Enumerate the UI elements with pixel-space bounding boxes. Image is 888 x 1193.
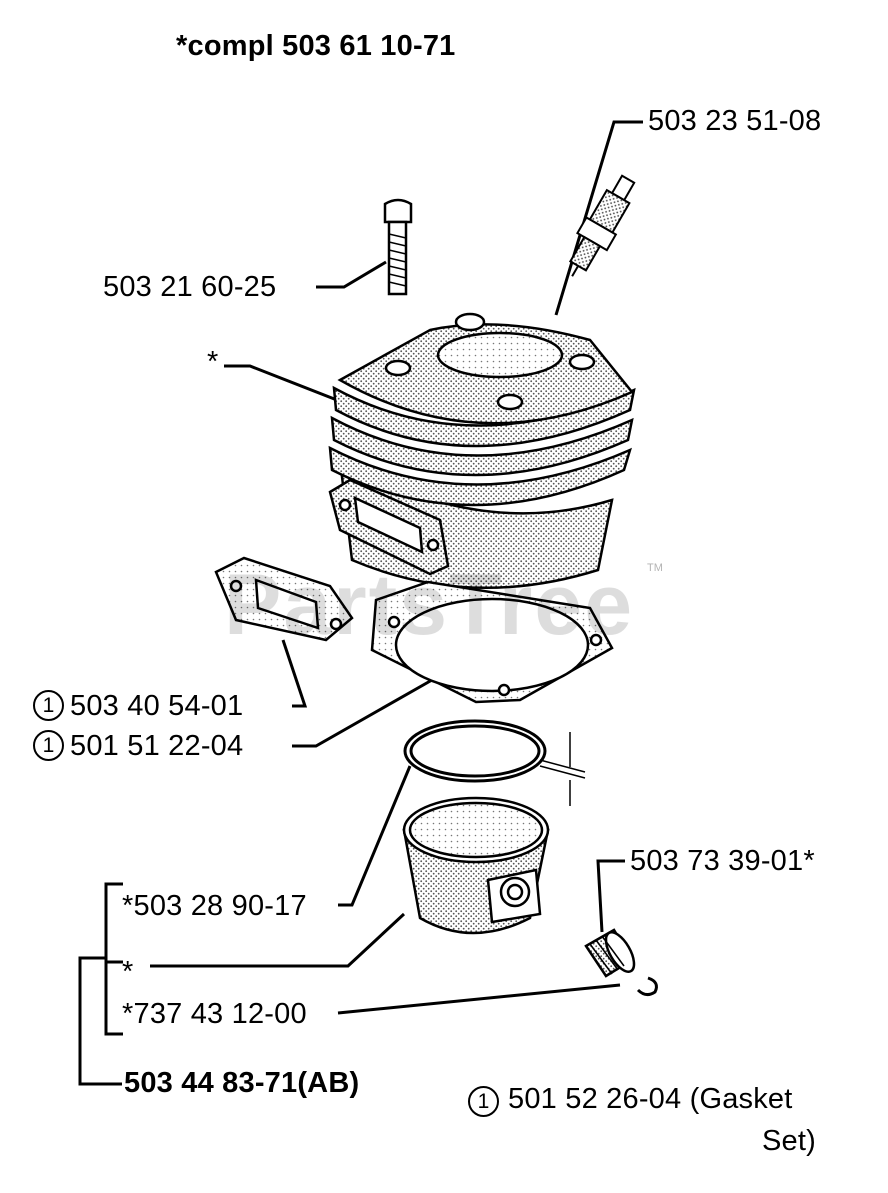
cylinder-drawing [328, 312, 636, 589]
leader-circlip [337, 983, 621, 1015]
label-gasket-set-line2: Set) [762, 1125, 816, 1157]
leader-cylinder [224, 364, 343, 404]
label-spark-plug: 503 23 51-08 [648, 105, 822, 137]
label-cylinder-gasket: 501 51 22-04 [70, 730, 244, 762]
watermark-trademark: TM [647, 562, 663, 574]
leader-spark-plug [554, 120, 643, 316]
leader-cylinder-gasket [292, 678, 433, 748]
watermark: PartsTree [224, 557, 635, 653]
label-gasket-set-line1: 501 52 26-04 (Gasket [508, 1083, 793, 1115]
leader-needle-bearing [596, 859, 625, 933]
label-muffler-gasket: 503 40 54-01 [70, 690, 244, 722]
leader-muffler-gasket [281, 639, 308, 708]
leader-piston-ring [338, 765, 412, 907]
piston-drawing [402, 796, 550, 935]
label-needle-bearing: 503 73 39-01* [630, 845, 815, 877]
circlip-drawing [636, 976, 658, 997]
cylinder-gasket-drawing [370, 580, 614, 704]
label-piston: * [122, 956, 134, 988]
leader-bolt [316, 260, 387, 289]
spark-plug-drawing [568, 174, 636, 277]
marker-gasket-set-2: 1 [33, 730, 64, 761]
leader-lines [78, 120, 643, 1086]
page-title: *compl 503 61 10-71 [176, 30, 456, 62]
label-circlip: *737 43 12-00 [122, 998, 307, 1030]
bracket-inner [104, 882, 123, 1036]
label-cylinder: * [207, 346, 219, 378]
piston-ring-drawing [403, 719, 586, 806]
bolt-drawing [383, 198, 413, 296]
needle-bearing-drawing [584, 928, 636, 978]
label-bolt: 503 21 60-25 [103, 271, 277, 303]
leader-piston [150, 912, 406, 968]
label-piston-ring: *503 28 90-17 [122, 890, 307, 922]
marker-gasket-set-legend: 1 [468, 1086, 499, 1117]
marker-gasket-set-1: 1 [33, 690, 64, 721]
muffler-gasket-drawing [214, 556, 354, 642]
bracket-outer [78, 956, 122, 1086]
label-piston-kit: 503 44 83-71(AB) [124, 1067, 360, 1099]
